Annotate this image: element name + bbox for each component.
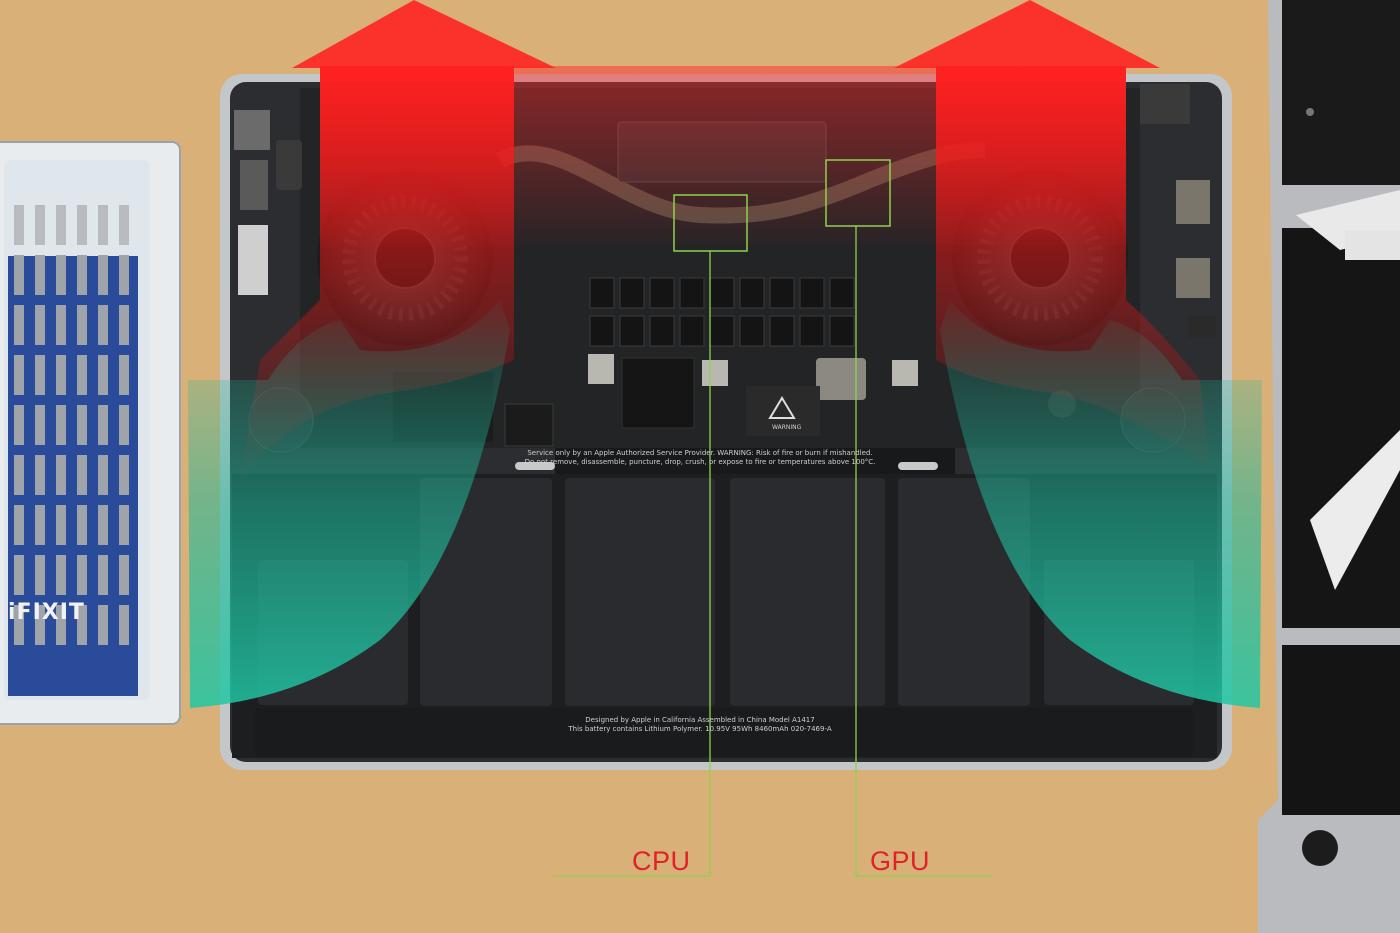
service-line-2: Do not remove, disassemble, puncture, dr… [524,458,876,466]
ram-chip [589,277,615,309]
screwdriver-bit [56,305,66,345]
ram-chip [799,277,825,309]
battery-label-text: Designed by Apple in California Assemble… [0,716,1400,734]
screwdriver-bit [119,605,129,645]
screwdriver-bit [98,455,108,495]
ram-chip [679,315,705,347]
gpu-label: GPU [870,846,931,876]
service-line-1: Service only by an Apple Authorized Serv… [527,449,873,457]
screwdriver-bit [35,255,45,295]
screwdriver-bit [14,455,24,495]
ram-chip [619,277,645,309]
screwdriver-bits-grid [14,205,129,645]
screwdriver-bit [98,405,108,445]
battery-service-warning-text: Service only by an Apple Authorized Serv… [0,449,1400,467]
ram-chip [829,277,855,309]
screwdriver-bit [98,605,108,645]
ram-chips [589,277,855,347]
screwdriver-bit [98,305,108,345]
ram-chip [829,315,855,347]
screwdriver-bit [35,205,45,245]
screwdriver-bit [35,605,45,645]
screwdriver-bit [98,255,108,295]
ifixit-bit-case [0,141,181,725]
screwdriver-bit [35,455,45,495]
screwdriver-bit [14,555,24,595]
ram-chip [739,315,765,347]
ram-chip [589,315,615,347]
screwdriver-bit [98,205,108,245]
screwdriver-bit [98,505,108,545]
screwdriver-bit [56,255,66,295]
battery-line-1: Designed by Apple in California Assemble… [585,716,815,724]
ifixit-logo: iFIXIT [8,600,85,625]
gpu-callout [825,159,992,877]
cool-air-right-intake [940,300,1262,708]
screwdriver-bit [56,455,66,495]
screwdriver-bit [77,355,87,395]
screwdriver-bit [14,255,24,295]
screwdriver-bit [14,205,24,245]
screwdriver-bit [35,405,45,445]
screwdriver-bit [119,455,129,495]
ram-chip [769,315,795,347]
screwdriver-bit [35,505,45,545]
ram-chip [649,277,675,309]
screwdriver-bit [56,405,66,445]
ram-chip [709,277,735,309]
screwdriver-bit [14,505,24,545]
screwdriver-bit [119,305,129,345]
screwdriver-bit [14,405,24,445]
screwdriver-bit [77,505,87,545]
screwdriver-bit [77,255,87,295]
screwdriver-bit [77,205,87,245]
screwdriver-bit [77,555,87,595]
screwdriver-bit [77,405,87,445]
screwdriver-bit [56,205,66,245]
screwdriver-bit [98,555,108,595]
cpu-label: CPU [632,846,691,876]
ram-chip [799,315,825,347]
cpu-callout [553,194,748,877]
screwdriver-bit [35,305,45,345]
screwdriver-bit [56,355,66,395]
ram-chip [679,277,705,309]
screwdriver-bit [119,405,129,445]
left-io-ports [234,110,302,295]
screwdriver-bit [119,505,129,545]
screwdriver-bit [119,555,129,595]
screwdriver-bit [77,455,87,495]
screwdriver-bit [35,555,45,595]
ram-chip [619,315,645,347]
screwdriver-bit [119,255,129,295]
ram-chip [709,315,735,347]
gpu-outline [825,159,891,227]
screwdriver-bit [56,605,66,645]
screwdriver-bit [119,355,129,395]
cool-air-left-intake [188,300,510,708]
screwdriver-bit [119,205,129,245]
bottom-case-panel [1258,0,1400,933]
screwdriver-bit [14,305,24,345]
screwdriver-bit [77,305,87,345]
battery-line-2: This battery contains Lithium Polymer. 1… [568,725,832,733]
ram-chip [769,277,795,309]
screwdriver-bit [14,355,24,395]
ram-chip [739,277,765,309]
screwdriver-bit [56,555,66,595]
screwdriver-bit [14,605,24,645]
screwdriver-bit [56,505,66,545]
screwdriver-bit [35,355,45,395]
screwdriver-bit [77,605,87,645]
ram-chip [649,315,675,347]
right-io-ports [1140,84,1216,338]
warning-sticker-text: WARNING [772,424,802,431]
screwdriver-bit [98,355,108,395]
